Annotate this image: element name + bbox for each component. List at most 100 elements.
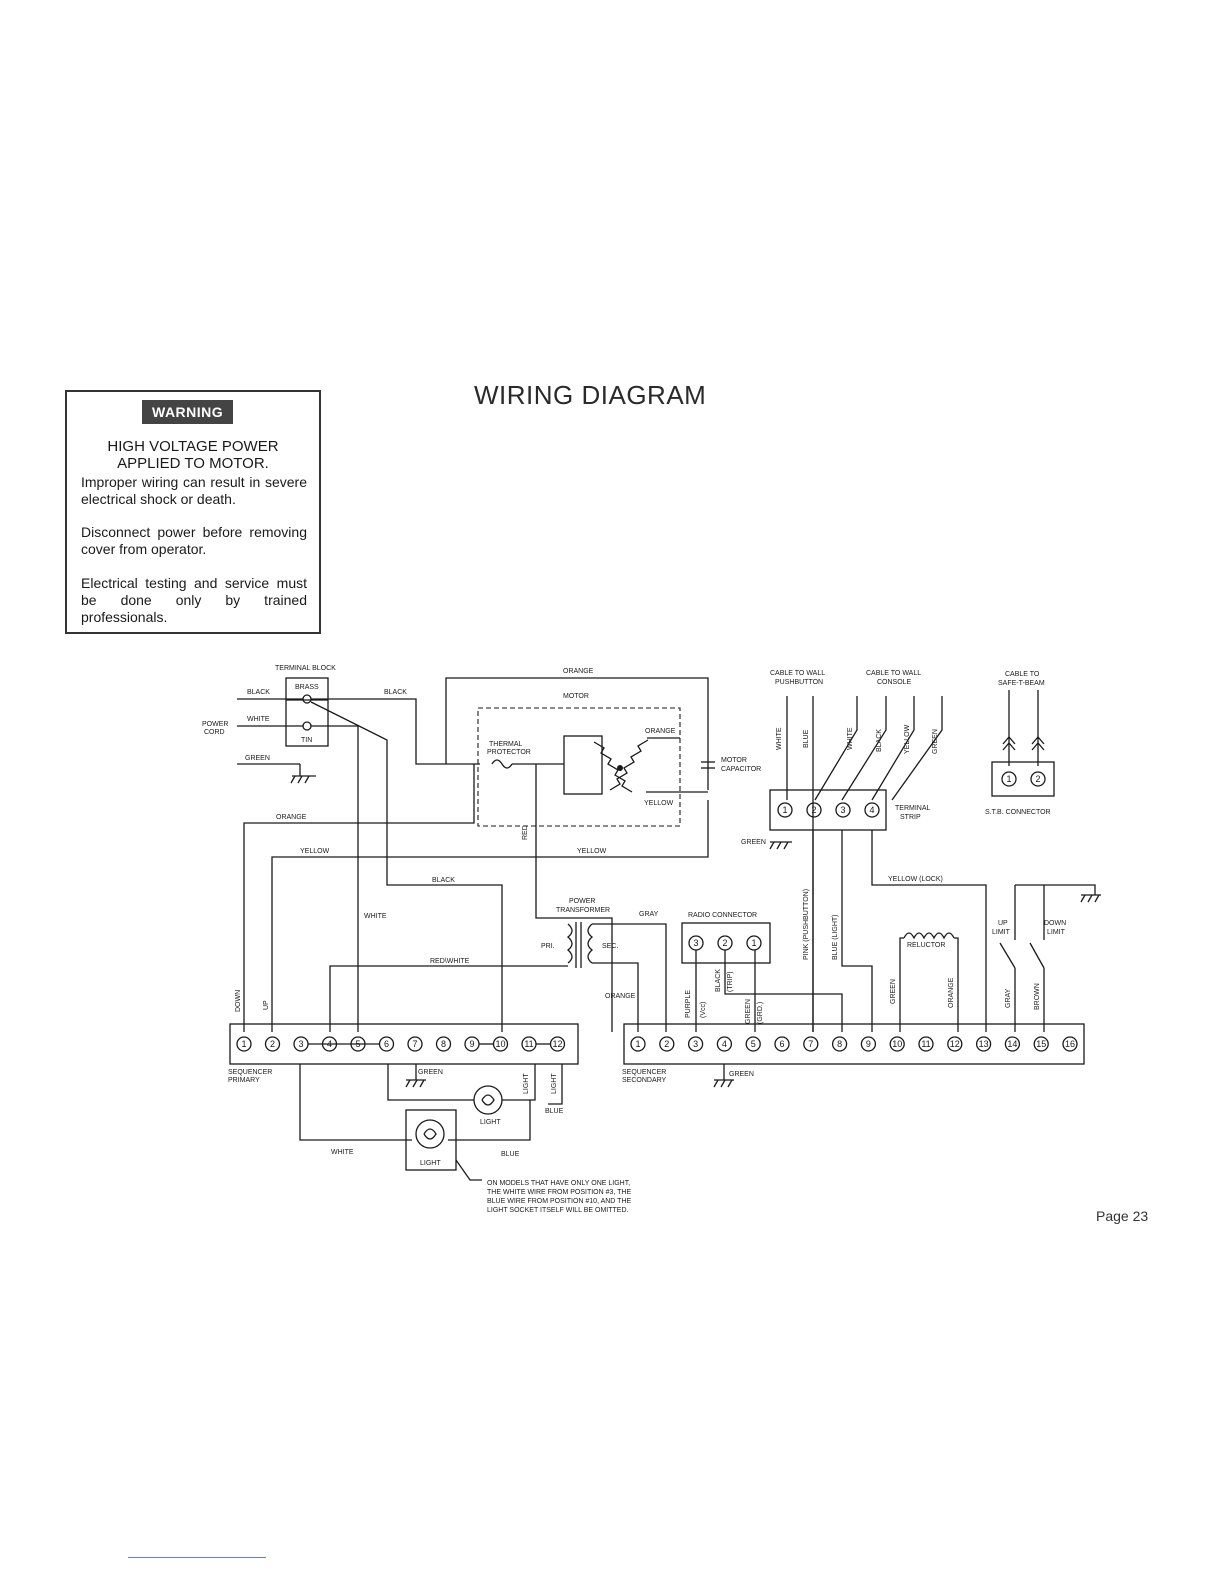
wire-yellow-loop	[271, 800, 709, 1032]
wire-red-white	[329, 965, 568, 1032]
label-blue-light-wire: BLUE	[545, 1108, 564, 1115]
label-light2-white: WHITE	[331, 1149, 354, 1156]
wire-black-trip	[724, 950, 843, 1032]
seq-secondary-pin-number-5: 5	[751, 1039, 756, 1049]
seq-primary-pin-circle-2	[264, 1036, 281, 1052]
radio-pin-number-3: 3	[693, 938, 698, 948]
label-seq-primary-1: SEQUENCER	[228, 1069, 272, 1076]
label-cable-console-1: CABLE TO WALL	[866, 670, 921, 677]
terminal-strip-pin-circle-2	[806, 802, 822, 818]
seq-primary-pin-number-12: 12	[552, 1039, 562, 1049]
wire-orange-left	[243, 764, 475, 1032]
page-title: WIRING DIAGRAM	[474, 380, 707, 410]
label-cable-pb-2: PUSHBUTTON	[775, 679, 823, 686]
radio-connector	[681, 922, 771, 964]
terminal-brass-screw	[302, 694, 312, 704]
wire-console-green	[891, 696, 943, 801]
warning-heading-line2: APPLIED TO MOTOR.	[117, 455, 269, 472]
label-white-mid: WHITE	[364, 913, 387, 920]
label-transformer-1: POWER	[569, 898, 595, 905]
stb-plug-marks	[1002, 736, 1045, 751]
label-down-limit-2: LIMIT	[1047, 929, 1066, 936]
terminal-tin-screw	[302, 721, 312, 731]
warning-heading: HIGH VOLTAGE POWER APPLIED TO MOTOR.	[75, 438, 311, 472]
seq-primary-pin-number-7: 7	[412, 1039, 417, 1049]
wire-light2-white	[299, 1064, 412, 1141]
wire-orange-transformer	[592, 962, 639, 1032]
page-number: Page 23	[1096, 1208, 1149, 1224]
label-console-black: BLACK	[876, 729, 883, 752]
reluctor-coil	[903, 932, 955, 940]
note-line-1: ON MODELS THAT HAVE ONLY ONE LIGHT,	[487, 1180, 630, 1187]
label-radio-connector: RADIO CONNECTOR	[688, 912, 757, 919]
wire-light2-blue	[448, 1100, 531, 1141]
label-down-limit-1: DOWN	[1044, 920, 1066, 927]
note-line-2: THE WHITE WIRE FROM POSITION #3, THE	[487, 1189, 631, 1196]
wire-yellow-lock	[871, 830, 987, 1032]
label-red: RED	[522, 825, 529, 840]
label-yellow-left: YELLOW	[300, 848, 330, 855]
ground-symbol-secondary	[713, 1064, 734, 1088]
label-seq-primary-2: PRIMARY	[228, 1077, 260, 1084]
ground-symbol-primary	[405, 1064, 426, 1088]
transformer-symbol	[566, 922, 594, 968]
warning-badge: WARNING	[142, 400, 234, 424]
label-power-cord-2: CORD	[204, 729, 225, 736]
seq-primary-pin-number-10: 10	[495, 1039, 505, 1049]
label-orange-left: ORANGE	[276, 814, 307, 821]
label-yellow-lock: YELLOW (LOCK)	[888, 876, 943, 883]
wire-black-to-seq10	[310, 701, 503, 1032]
radio-pin-number-2: 2	[722, 938, 727, 948]
radio-pin-number-1: 1	[751, 938, 756, 948]
warning-paragraph-3: Electrical testing and service must be d…	[81, 575, 307, 625]
ground-symbol-cord	[290, 764, 316, 784]
seq-secondary-pin-circle-7	[803, 1036, 819, 1052]
label-motor: MOTOR	[563, 693, 589, 700]
seq-secondary-pin-number-1: 1	[635, 1039, 640, 1049]
terminal-strip	[769, 789, 887, 831]
seq-primary-pin-number-11: 11	[524, 1039, 533, 1049]
seq-primary-pin-number-2: 2	[270, 1039, 275, 1049]
seq-secondary-pin-circle-6	[774, 1036, 790, 1052]
motor-boundary	[477, 707, 681, 827]
label-motor-orange: ORANGE	[645, 728, 676, 735]
label-reluctor-green: GREEN	[890, 979, 897, 1004]
label-light-vert-1: LIGHT	[523, 1073, 530, 1094]
label-cable-console-2: CONSOLE	[877, 679, 912, 686]
label-black-trip: (TRIP)	[727, 971, 734, 992]
wire-light1-left	[387, 1064, 474, 1101]
seq-secondary-pin-circle-16	[1062, 1036, 1078, 1052]
label-orange-top: ORANGE	[563, 668, 594, 675]
label-orange-transformer: ORANGE	[605, 993, 636, 1000]
label-reluctor-orange: ORANGE	[948, 977, 955, 1008]
wire-light1-right	[502, 1064, 536, 1101]
label-light2-blue: BLUE	[501, 1151, 520, 1158]
warning-paragraph-1: Improper wiring can result in severe ele…	[81, 474, 307, 507]
label-thermal-1: THERMAL	[489, 741, 523, 748]
label-pb-white: WHITE	[776, 727, 783, 750]
motor-windings	[593, 739, 649, 793]
seq-secondary-pin-circle-5	[745, 1036, 761, 1052]
seq-secondary-pin-circle-4	[716, 1036, 733, 1052]
seq-secondary-pin-number-2: 2	[664, 1039, 669, 1049]
stb-pin-number-2: 2	[1035, 774, 1040, 784]
label-pri: PRI.	[541, 943, 555, 950]
label-black-mid: BLACK	[432, 877, 455, 884]
light-filament-2	[423, 1128, 437, 1140]
seq-primary-pin-circle-1	[236, 1036, 252, 1052]
label-capacitor-2: CAPACITOR	[721, 766, 761, 773]
wire-console-black	[841, 696, 887, 801]
seq-primary-pin-circle-8	[435, 1036, 452, 1052]
label-thermal-2: PROTECTOR	[487, 749, 531, 756]
label-console-white: WHITE	[847, 727, 854, 750]
seq-secondary-pin-circle-9	[860, 1036, 877, 1052]
seq-secondary-pin-circle-15	[1033, 1036, 1049, 1052]
wire-gray-transformer	[592, 923, 667, 1032]
ground-symbol-limit	[1080, 894, 1101, 903]
down-limit-switch	[1029, 942, 1045, 969]
thermal-protector-symbol	[491, 759, 513, 769]
